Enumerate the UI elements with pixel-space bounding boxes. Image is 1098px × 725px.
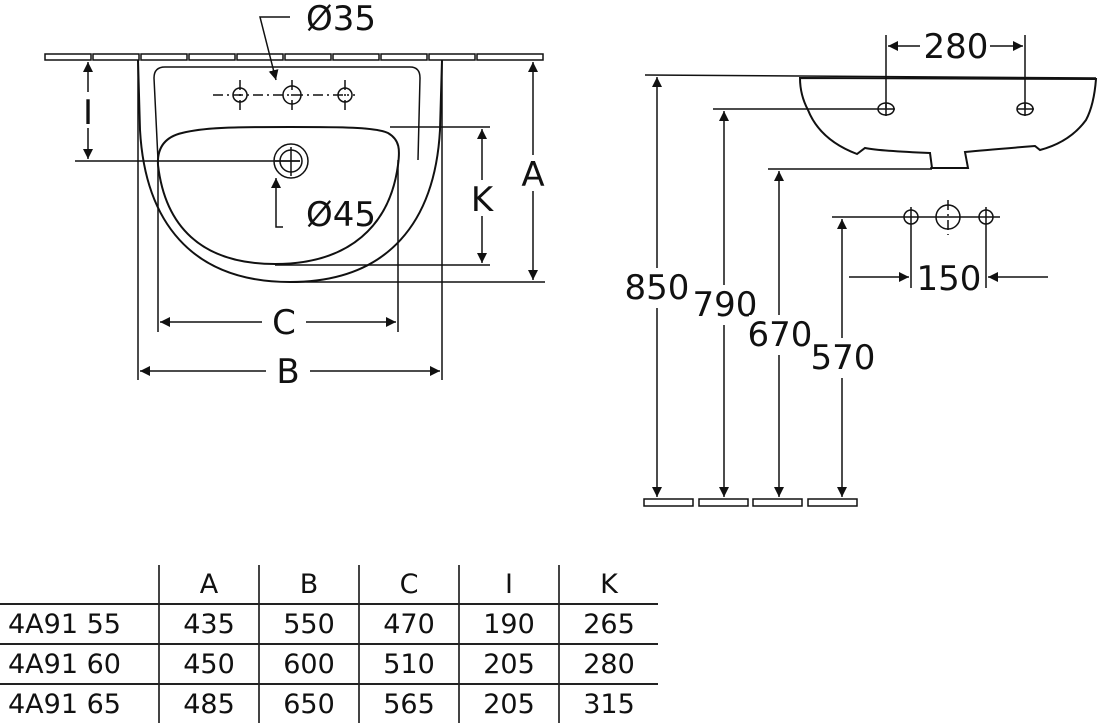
- basin-side-profile: [798, 76, 1098, 169]
- basin-rim: [153, 66, 421, 161]
- leader-tap: [259, 16, 290, 81]
- height-fixing-label: 790: [693, 285, 758, 325]
- basin-bowl: [156, 126, 400, 266]
- table-header-row: A B C I K: [0, 565, 658, 605]
- floor-tiles: [643, 498, 858, 507]
- value-cell: 550: [258, 604, 359, 645]
- diameter-tap-label: Ø35: [306, 0, 376, 39]
- value-cell: 205: [458, 644, 559, 685]
- table-header-cell: A: [158, 565, 259, 605]
- leader-waste: [271, 178, 283, 228]
- table-row: 4A91 65 485 650 565 205 315: [0, 684, 658, 723]
- value-cell: 650: [258, 684, 359, 723]
- front-view: Ø35 Ø45 I K A C: [44, 0, 548, 392]
- value-cell: 600: [258, 644, 359, 685]
- technical-drawing: Ø35 Ø45 I K A C: [44, 0, 1098, 507]
- dim-B-label: B: [276, 352, 299, 392]
- model-cell: 4A91 60: [0, 644, 159, 685]
- value-cell: 450: [158, 644, 259, 685]
- trap-connection-holes: [832, 200, 1000, 288]
- dim-A-label: A: [521, 155, 544, 195]
- tap-holes: [213, 80, 355, 112]
- height-waste-label: 670: [748, 315, 813, 355]
- value-cell: 510: [358, 644, 459, 685]
- trap-spacing-label: 150: [917, 259, 982, 299]
- table-header-cell: I: [458, 565, 559, 605]
- dim-K-label: K: [471, 180, 495, 220]
- value-cell: 470: [358, 604, 459, 645]
- dim-C-label: C: [272, 303, 296, 343]
- value-cell: 485: [158, 684, 259, 723]
- table-row: 4A91 55 435 550 470 190 265: [0, 604, 658, 645]
- dimensions-table: A B C I K 4A91 55 435 550 470 190 265 4A…: [0, 565, 658, 723]
- value-cell: 435: [158, 604, 259, 645]
- table-header-cell: K: [558, 565, 658, 605]
- dim-I-label: I: [83, 93, 93, 133]
- side-view: 280 150 850 790: [625, 27, 1098, 507]
- value-cell: 315: [558, 684, 658, 723]
- table-header-cell: C: [358, 565, 459, 605]
- table-header-cell: B: [258, 565, 359, 605]
- value-cell: 205: [458, 684, 559, 723]
- value-cell: 190: [458, 604, 559, 645]
- fixing-spacing-label: 280: [924, 27, 989, 67]
- height-rim-label: 850: [625, 268, 690, 308]
- model-cell: 4A91 65: [8, 688, 121, 720]
- value-cell: 280: [558, 644, 658, 685]
- table-header-cell: [0, 565, 159, 605]
- table-row: 4A91 60 450 600 510 205 280: [0, 644, 658, 685]
- model-cell: 4A91 55: [0, 604, 159, 645]
- value-cell: 265: [558, 604, 658, 645]
- value-cell: 565: [358, 684, 459, 723]
- height-trap-label: 570: [811, 338, 876, 378]
- wall-tiles: [44, 53, 544, 61]
- diameter-waste-label: Ø45: [306, 195, 376, 235]
